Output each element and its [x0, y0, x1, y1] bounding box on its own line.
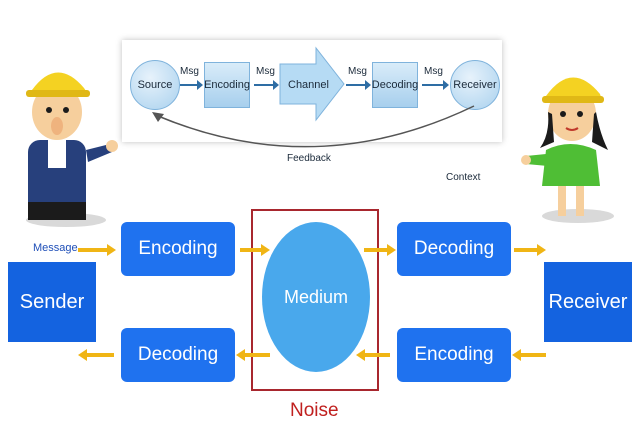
decoding-node: Decoding	[372, 62, 418, 108]
receiver-label: Receiver	[548, 290, 628, 313]
arrow-decoding-to-receiver	[514, 244, 546, 256]
receiver-small-label: Receiver	[453, 79, 497, 91]
encoding-top-box: Encoding	[121, 222, 235, 276]
feedback-label: Feedback	[287, 153, 331, 164]
noise-label: Noise	[290, 400, 339, 421]
decoding-bottom-box: Decoding	[121, 328, 235, 382]
arrow-receiver-to-encoding	[512, 349, 546, 361]
receiver-worker-illustration	[521, 77, 614, 223]
source-node: Source	[130, 60, 180, 110]
channel-arrow-shape	[279, 46, 345, 122]
encoding-top-label: Encoding	[138, 238, 218, 259]
sender-box: Sender	[8, 262, 96, 342]
arrow-medium-to-decoding	[364, 244, 396, 256]
msg-arrow-4	[422, 80, 449, 90]
encoding-label: Encoding	[204, 79, 250, 91]
arrow-medium-to-decoding-return	[236, 349, 270, 361]
decoding-label: Decoding	[371, 79, 419, 91]
sender-worker-illustration	[26, 72, 118, 227]
noise-frame	[251, 209, 379, 391]
medium-node: Medium	[262, 222, 370, 372]
context-label: Context	[446, 172, 481, 183]
source-label: Source	[137, 79, 173, 91]
message-label: Message	[33, 242, 78, 254]
msg-label-4: Msg	[424, 66, 443, 77]
arrow-decoding-to-sender	[78, 349, 114, 361]
encoding-bottom-label: Encoding	[414, 344, 494, 365]
msg-arrow-2	[254, 80, 279, 90]
msg-arrow-1	[180, 80, 203, 90]
arrow-encoding-to-medium	[240, 244, 270, 256]
msg-label-1: Msg	[180, 66, 199, 77]
receiver-box: Receiver	[544, 262, 632, 342]
msg-label-3: Msg	[348, 66, 367, 77]
encoding-node: Encoding	[204, 62, 250, 108]
msg-label-2: Msg	[256, 66, 275, 77]
arrow-encoding-to-medium-return	[356, 349, 390, 361]
receiver-node: Receiver	[450, 60, 500, 110]
feedback-arrow	[152, 105, 475, 148]
sender-label: Sender	[19, 290, 85, 313]
msg-arrow-3	[346, 80, 371, 90]
decoding-top-label: Decoding	[413, 238, 495, 259]
decoding-bottom-label: Decoding	[137, 344, 219, 365]
message-arrow	[78, 244, 116, 256]
encoding-bottom-box: Encoding	[397, 328, 511, 382]
channel-label: Channel	[288, 79, 329, 91]
medium-label: Medium	[283, 286, 349, 307]
decoding-top-box: Decoding	[397, 222, 511, 276]
